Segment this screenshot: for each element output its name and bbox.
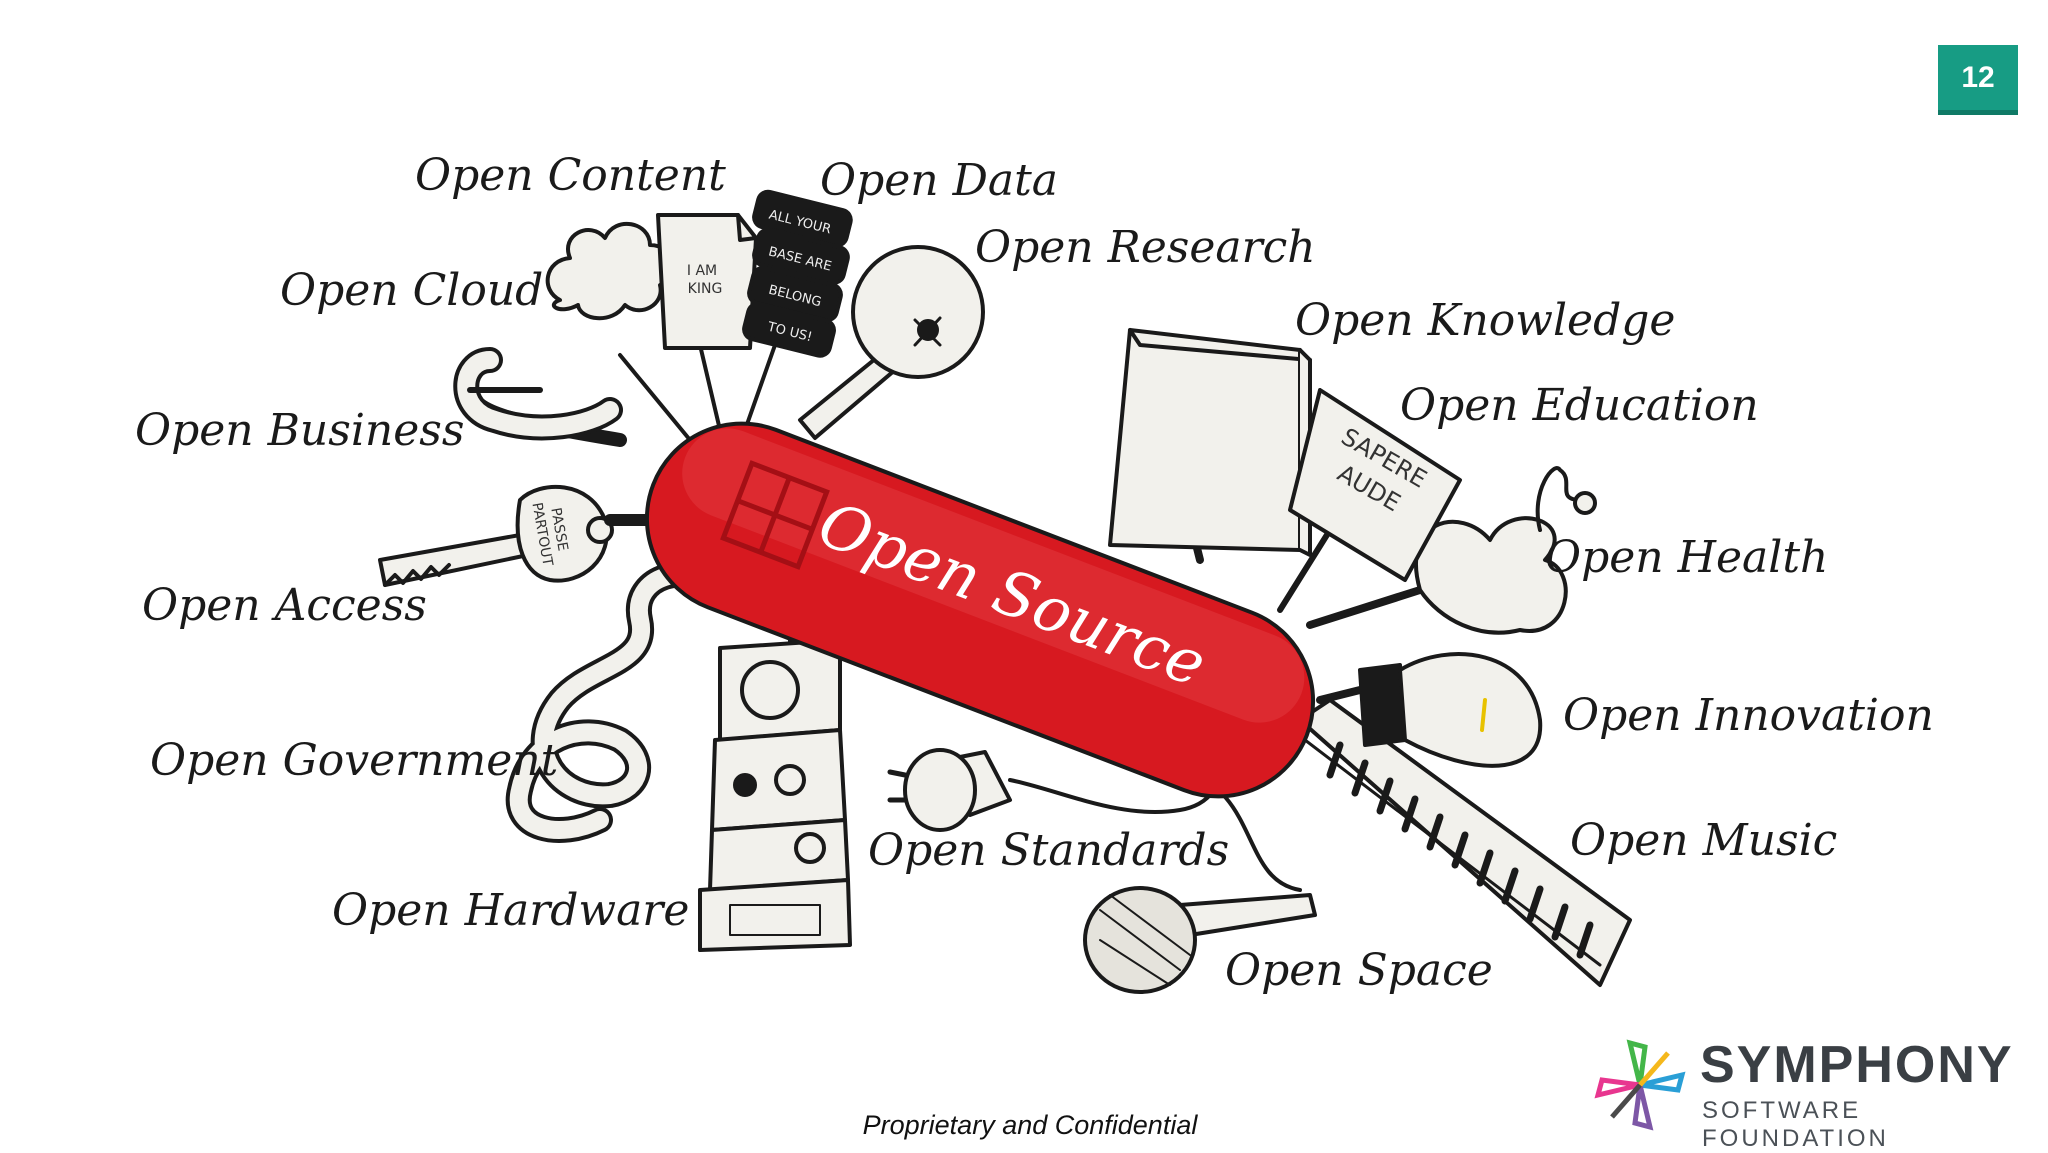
label-open-standards: Open Standards bbox=[868, 825, 1229, 876]
label-open-government: Open Government bbox=[150, 735, 559, 786]
label-open-content: Open Content bbox=[415, 150, 726, 201]
page-number-badge: 12 bbox=[1938, 45, 2018, 115]
section-sign-tool bbox=[505, 561, 733, 843]
label-open-knowledge: Open Knowledge bbox=[1295, 295, 1675, 346]
label-open-access: Open Access bbox=[142, 580, 427, 631]
label-open-space: Open Space bbox=[1225, 945, 1493, 996]
symphony-logo-mark-icon bbox=[1594, 1039, 1686, 1131]
sign-tool: SAPERE AUDE bbox=[1277, 388, 1462, 613]
label-open-cloud: Open Cloud bbox=[280, 265, 543, 316]
label-open-music: Open Music bbox=[1570, 815, 1837, 866]
keyboard-tool bbox=[1298, 698, 1632, 987]
symphony-logo: SYMPHONY SOFTWARE FOUNDATION bbox=[1590, 1035, 2030, 1152]
key-line1: PASSE bbox=[547, 506, 570, 552]
label-open-innovation: Open Innovation bbox=[1563, 690, 1934, 741]
label-open-education: Open Education bbox=[1400, 380, 1759, 431]
label-open-health: Open Health bbox=[1545, 532, 1828, 583]
key-tool: PASSE PARTOUT bbox=[378, 484, 656, 587]
book-tool bbox=[1108, 328, 1312, 564]
pound-sign-tool bbox=[453, 347, 627, 447]
heart-tool bbox=[1306, 466, 1597, 635]
swiss-knife-body: Open Source bbox=[644, 421, 1316, 799]
magnifier-tool bbox=[798, 245, 985, 440]
footer-confidential: Proprietary and Confidential bbox=[862, 1110, 1198, 1140]
label-open-business: Open Business bbox=[135, 405, 464, 456]
knife-cross-emblem bbox=[720, 460, 830, 570]
label-open-research: Open Research bbox=[975, 222, 1316, 273]
doc-line2: KING bbox=[688, 281, 723, 297]
logo-name: SYMPHONY bbox=[1700, 1036, 2014, 1094]
logo-subtitle: SOFTWARE FOUNDATION bbox=[1702, 1097, 1889, 1152]
label-open-data: Open Data bbox=[820, 155, 1058, 206]
plug-tool bbox=[887, 698, 1223, 832]
drum-stack-tool: ALL YOUR BASE ARE BELONG TO US! bbox=[742, 189, 853, 432]
hardware-board-tool bbox=[698, 618, 852, 952]
microphone-tool bbox=[1083, 768, 1317, 994]
label-open-hardware: Open Hardware bbox=[332, 885, 689, 936]
lightbulb-tool bbox=[1316, 652, 1543, 768]
doc-line1: I AM bbox=[687, 263, 717, 279]
document-tool: I AM KING bbox=[656, 213, 758, 432]
